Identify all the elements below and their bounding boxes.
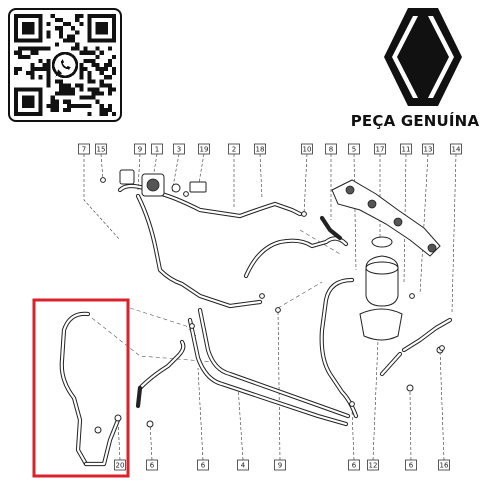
callout-top-17-11[interactable]: 17 — [374, 143, 386, 155]
fluid-reservoir[interactable] — [359, 236, 403, 341]
right-hose[interactable] — [379, 317, 453, 392]
callout-bottom-6-1[interactable]: 6 — [146, 459, 158, 471]
callout-bottom-12-6[interactable]: 12 — [367, 459, 379, 471]
callout-top-14-14[interactable]: 14 — [450, 143, 462, 155]
qr-finder-bottom-left — [14, 87, 43, 116]
callout-top-label: 18 — [256, 146, 265, 154]
steering-rack[interactable] — [319, 179, 441, 257]
callout-bottom-label: 16 — [440, 462, 449, 470]
callout-top-1-3[interactable]: 1 — [151, 143, 163, 155]
callout-bottom-label: 6 — [352, 462, 357, 470]
callout-top-2-6[interactable]: 2 — [228, 143, 240, 155]
hose-bracket[interactable] — [189, 181, 207, 193]
callout-top-18-7[interactable]: 18 — [254, 143, 266, 155]
renault-diamond-logo-icon — [384, 8, 462, 106]
callout-top-label: 19 — [200, 146, 209, 154]
callout-bottom-6-7[interactable]: 6 — [405, 459, 417, 471]
callout-bottom-label: 6 — [201, 462, 206, 470]
whatsapp-qr-code-icon — [14, 14, 116, 116]
callout-top-label: 9 — [138, 146, 142, 154]
callout-bottom-label: 9 — [278, 462, 282, 470]
callout-top-3-4[interactable]: 3 — [173, 143, 185, 155]
callout-bottom-label: 4 — [241, 462, 246, 470]
callout-bottom-label: 12 — [369, 462, 378, 470]
callout-leaders — [83, 153, 457, 461]
callout-top-9-2[interactable]: 9 — [134, 143, 146, 155]
whatsapp-icon — [50, 50, 80, 80]
callout-top-label: 8 — [329, 146, 333, 154]
callout-bottom-16-8[interactable]: 16 — [438, 459, 450, 471]
callout-top-15-1[interactable]: 15 — [95, 143, 107, 155]
callout-top-label: 5 — [352, 146, 356, 154]
highlighted-part-box[interactable] — [32, 298, 130, 478]
callout-top-11-12[interactable]: 11 — [400, 143, 412, 155]
callout-bottom-4-3[interactable]: 4 — [237, 459, 249, 471]
mid-hose[interactable] — [135, 339, 186, 428]
callout-top-13-13[interactable]: 13 — [422, 143, 434, 155]
callout-bottom-6-2[interactable]: 6 — [197, 459, 209, 471]
callout-top-label: 1 — [155, 146, 159, 154]
callouts-bottom: 20 6 6 4 9 6 12 6 16 — [114, 459, 450, 471]
callout-top-label: 7 — [82, 146, 86, 154]
callout-bottom-6-5[interactable]: 6 — [348, 459, 360, 471]
callout-top-label: 2 — [232, 146, 236, 154]
callout-top-8-9[interactable]: 8 — [325, 143, 337, 155]
callout-top-label: 14 — [452, 146, 461, 154]
callout-top-label: 11 — [402, 146, 411, 154]
callout-top-19-5[interactable]: 19 — [198, 143, 210, 155]
callout-top-label: 15 — [97, 146, 106, 154]
callout-top-7-0[interactable]: 7 — [78, 143, 90, 155]
qr-finder-top-left — [14, 14, 43, 43]
callout-bottom-label: 6 — [150, 462, 155, 470]
callout-top-label: 10 — [303, 146, 312, 154]
qr-finder-top-right — [87, 14, 116, 43]
callout-bottom-label: 20 — [116, 462, 125, 470]
cooler-hose[interactable] — [59, 311, 122, 467]
callout-bottom-9-4[interactable]: 9 — [274, 459, 286, 471]
callout-top-5-10[interactable]: 5 — [348, 143, 360, 155]
callout-top-label: 17 — [376, 146, 385, 154]
callout-top-10-8[interactable]: 10 — [301, 143, 313, 155]
rigid-lines[interactable] — [187, 307, 351, 427]
callout-top-label: 3 — [177, 146, 181, 154]
fasteners — [100, 177, 445, 407]
return-hose[interactable] — [319, 277, 359, 419]
pressure-hose[interactable] — [117, 183, 349, 309]
callout-bottom-20-0[interactable]: 20 — [114, 459, 126, 471]
callout-top-label: 13 — [424, 146, 433, 154]
callout-bottom-label: 6 — [409, 462, 414, 470]
power-steering-pump[interactable] — [119, 169, 181, 197]
qr-code-card[interactable] — [8, 8, 122, 122]
genuine-part-tagline: PEÇA GENUÍNA — [350, 112, 480, 130]
